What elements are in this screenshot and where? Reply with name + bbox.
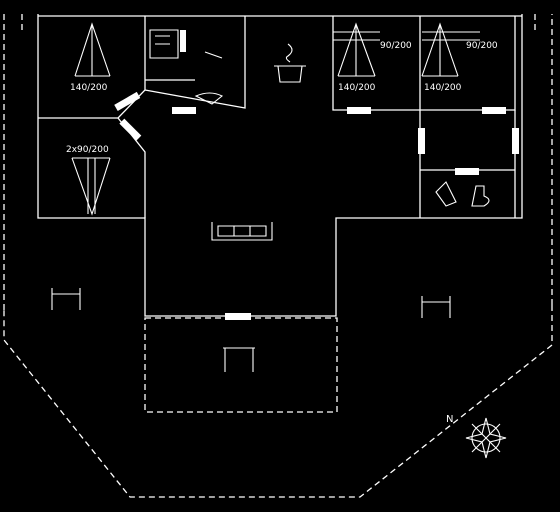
bed2 (71, 157, 111, 216)
bed1 (74, 22, 111, 77)
bath-wall (144, 16, 246, 109)
bed3 (333, 22, 380, 77)
openings (114, 30, 519, 320)
bed4-top-label: 90/200 (466, 41, 498, 51)
bed3-bottom-label: 140/200 (338, 83, 376, 93)
compass-icon (465, 417, 507, 459)
hall-wall (419, 110, 516, 218)
shower-icon (149, 29, 179, 59)
bedroom1-wall (38, 16, 146, 119)
bed2-label: 2x90/200 (66, 145, 109, 155)
door-bath-top (180, 30, 186, 52)
sofa (211, 222, 273, 241)
sink-icon (194, 51, 224, 105)
annex-outline (144, 317, 338, 413)
bed4-bottom-label: 140/200 (424, 83, 462, 93)
bedroom4-wall (420, 16, 516, 111)
house-outer-wall (37, 14, 523, 317)
door-bath (172, 107, 196, 114)
terrace-outline (3, 14, 553, 498)
door-bed4 (482, 107, 506, 114)
stove-icon (274, 43, 306, 83)
door-bed2 (119, 118, 142, 141)
window-hall-right (512, 128, 519, 154)
door-bed3 (347, 107, 371, 114)
door-hall (455, 168, 479, 175)
bedroom3-wall (332, 16, 421, 111)
terrace-table-left (51, 288, 81, 310)
door-annex (225, 313, 251, 320)
door-hall-left (418, 128, 425, 154)
door-bed1 (114, 91, 141, 111)
wc-icon (435, 181, 490, 207)
annex-table-icon (223, 347, 255, 372)
bed3-top-label: 90/200 (380, 41, 412, 51)
bed4 (421, 22, 480, 77)
terrace-table-right (421, 296, 451, 318)
bed1-label: 140/200 (70, 83, 108, 93)
compass-north-label: N (446, 414, 453, 425)
